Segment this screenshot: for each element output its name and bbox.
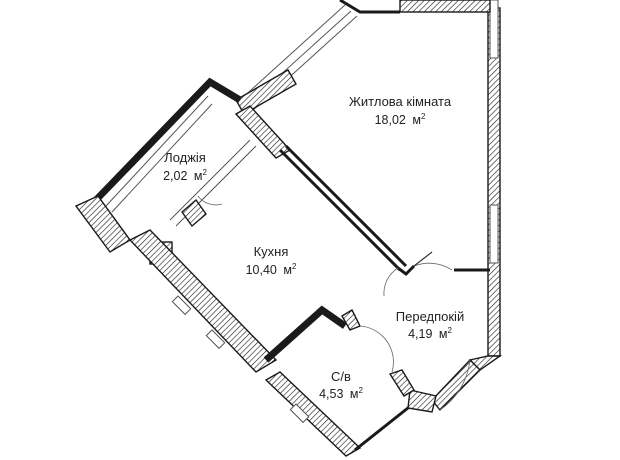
svg-text:10,40 м2: 10,40 м2 (246, 262, 297, 277)
loggia-exterior (74, 77, 242, 253)
door-kitchen-hall (383, 267, 399, 297)
svg-text:2,02 м2: 2,02 м2 (163, 168, 207, 183)
kitchen-living-partition (278, 144, 408, 272)
exterior-wall-right (431, 0, 503, 412)
room-label-kitchen: Кухня 10,40 м2 (246, 244, 297, 277)
room-unit: м (283, 263, 292, 277)
svg-text:18,02 м2: 18,02 м2 (375, 112, 426, 127)
room-unit-exponent: 2 (447, 326, 452, 335)
door-loggia (197, 195, 223, 206)
svg-text:4,53 м2: 4,53 м2 (319, 386, 363, 401)
room-area: 4,53 (319, 387, 343, 401)
room-unit: м (194, 169, 203, 183)
hall-partition (397, 264, 490, 276)
room-unit: м (412, 113, 421, 127)
room-unit: м (350, 387, 359, 401)
room-area: 18,02 (375, 113, 406, 127)
room-unit-exponent: 2 (358, 386, 363, 395)
room-name: Житлова кімната (349, 94, 452, 109)
kitchen-exterior (128, 229, 278, 373)
room-label-bathroom: С/в 4,53 м2 (319, 369, 363, 401)
room-label-hall: Передпокій 4,19 м2 (396, 309, 464, 341)
bathroom-walls (263, 305, 437, 457)
room-area: 2,02 (163, 169, 187, 183)
door-living-hall (413, 251, 453, 271)
room-label-living: Житлова кімната 18,02 м2 (349, 94, 452, 127)
door-entrance (439, 359, 471, 411)
room-unit: м (439, 327, 448, 341)
door-bathroom (359, 325, 394, 373)
room-label-loggia: Лоджія 2,02 м2 (163, 150, 207, 183)
svg-text:4,19 м2: 4,19 м2 (408, 326, 452, 341)
room-unit-exponent: 2 (421, 112, 426, 121)
room-unit-exponent: 2 (292, 262, 297, 271)
room-unit-exponent: 2 (202, 168, 207, 177)
room-name: Кухня (254, 244, 289, 259)
room-name: Передпокій (396, 309, 464, 324)
room-area: 10,40 (246, 263, 277, 277)
room-name: С/в (331, 369, 351, 384)
room-name: Лоджія (164, 150, 206, 165)
exterior-wall-top (239, 0, 491, 112)
room-area: 4,19 (408, 327, 432, 341)
